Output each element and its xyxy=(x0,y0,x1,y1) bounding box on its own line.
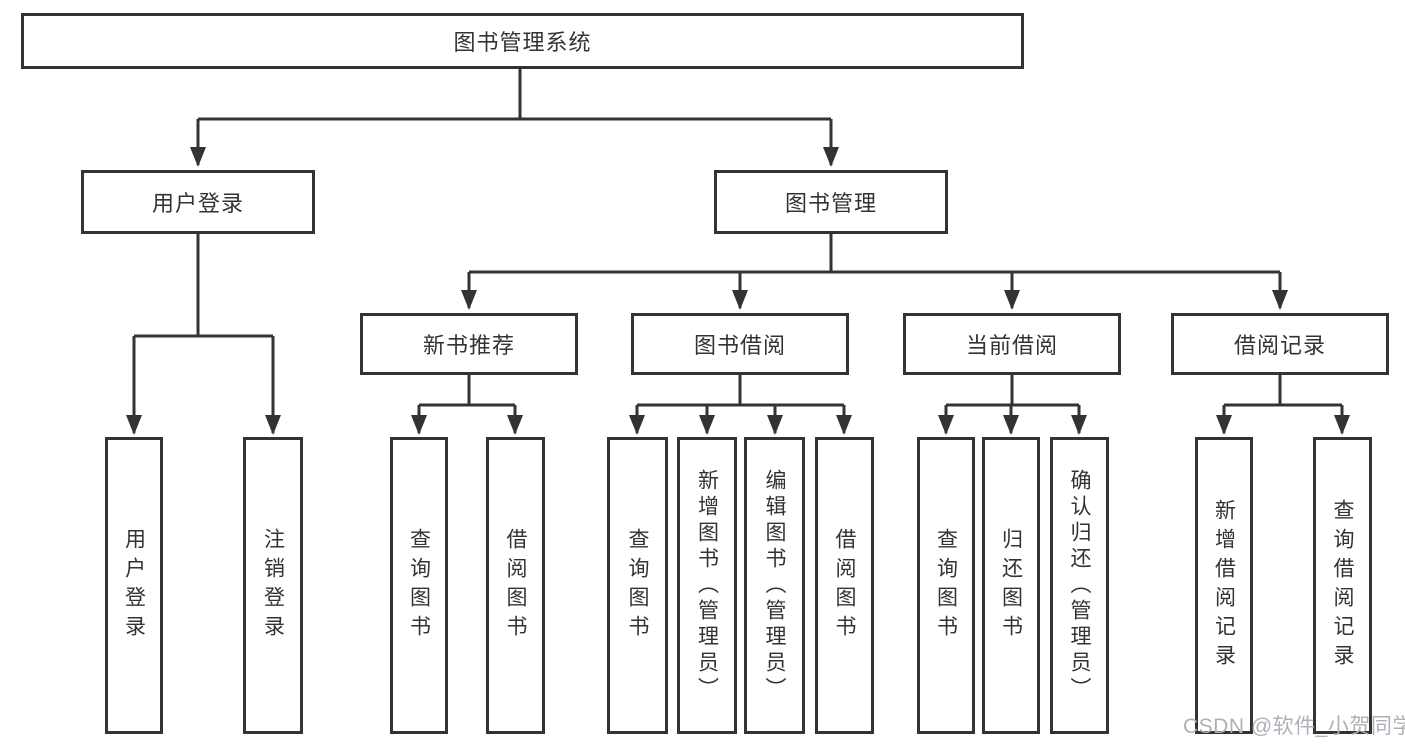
leaf-add-borrow-record: 新增借阅记录 xyxy=(1195,437,1253,734)
node-new-book-recommend: 新书推荐 xyxy=(360,313,578,375)
node-current-borrow: 当前借阅 xyxy=(903,313,1121,375)
csdn-watermark: CSDN @软件_小贺同学 xyxy=(1183,715,1405,738)
leaf-confirm-return-admin: 确认归还（管理员） xyxy=(1050,437,1109,734)
leaf-query-books-current: 查询图书 xyxy=(917,437,975,734)
node-book-management: 图书管理 xyxy=(714,170,948,234)
node-library-management-system: 图书管理系统 xyxy=(21,13,1024,69)
node-user-login: 用户登录 xyxy=(81,170,315,234)
leaf-borrow-books: 借阅图书 xyxy=(815,437,874,734)
node-borrow-records: 借阅记录 xyxy=(1171,313,1389,375)
leaf-logout: 注销登录 xyxy=(243,437,303,734)
leaf-user-login: 用户登录 xyxy=(105,437,163,734)
leaf-return-books: 归还图书 xyxy=(982,437,1040,734)
node-book-borrow: 图书借阅 xyxy=(631,313,849,375)
leaf-query-borrow-record: 查询借阅记录 xyxy=(1313,437,1372,734)
leaf-edit-books-admin: 编辑图书（管理员） xyxy=(744,437,805,734)
leaf-query-books-recommend: 查询图书 xyxy=(390,437,448,734)
leaf-query-books-borrow: 查询图书 xyxy=(607,437,668,734)
leaf-add-books-admin: 新增图书（管理员） xyxy=(677,437,737,734)
leaf-borrow-books-recommend: 借阅图书 xyxy=(486,437,545,734)
